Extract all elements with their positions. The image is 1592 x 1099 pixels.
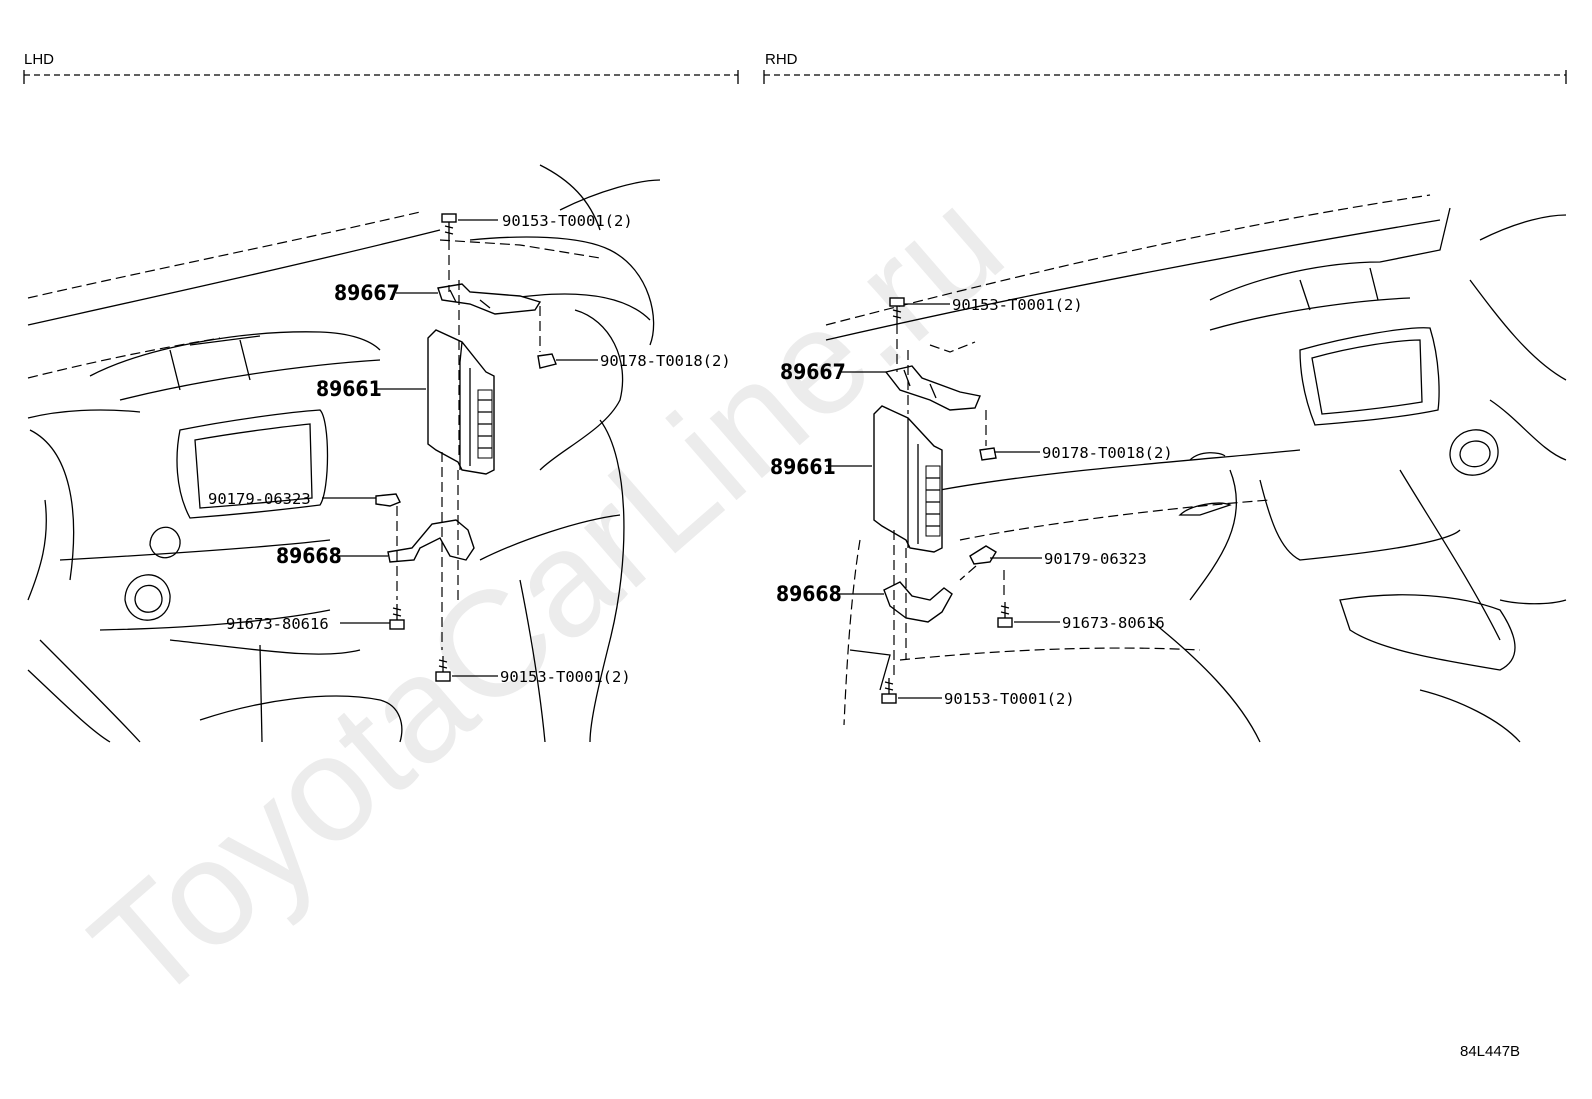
rhd-clip-nut-icon <box>979 447 997 461</box>
rhd-label-screw: 91673-80616 <box>1062 614 1165 632</box>
rhd-label-ecu: 89661 <box>770 455 836 479</box>
lhd-bolt-bottom-icon <box>435 656 451 682</box>
lhd-label-ecu: 89661 <box>316 377 382 401</box>
lhd-label-screw: 91673-80616 <box>226 615 329 633</box>
lhd-section: LHD <box>23 51 739 743</box>
rhd-lower-bracket <box>883 581 953 623</box>
lhd-clamp <box>375 493 401 507</box>
rhd-label-bolt-top: 90153-T0001(2) <box>952 296 1083 314</box>
lhd-label-clip-nut: 90178-T0018(2) <box>600 352 731 370</box>
rhd-clamp <box>969 545 997 565</box>
lhd-lower-bracket <box>387 519 475 563</box>
rhd-label-clamp: 90179-06323 <box>1044 550 1147 568</box>
lhd-bolt-top-icon <box>441 213 457 240</box>
rhd-label-clip-nut: 90178-T0018(2) <box>1042 444 1173 462</box>
lhd-title: LHD <box>24 51 54 68</box>
lhd-upper-bracket <box>437 283 542 315</box>
rhd-label-bracket-lower: 89668 <box>776 582 842 606</box>
lhd-label-bracket-lower: 89668 <box>276 544 342 568</box>
rhd-label-bolt-bottom: 90153-T0001(2) <box>944 690 1075 708</box>
rhd-bolt-bottom-icon <box>881 678 897 704</box>
rhd-bolt-top-icon <box>889 297 905 324</box>
lhd-label-bolt-bottom: 90153-T0001(2) <box>500 668 631 686</box>
lhd-label-bolt-top: 90153-T0001(2) <box>502 212 633 230</box>
lhd-label-bracket-upper: 89667 <box>334 281 400 305</box>
rhd-label-bracket-upper: 89667 <box>780 360 846 384</box>
diagram-code: 84L447B <box>1460 1043 1520 1060</box>
lhd-label-clamp: 90179-06323 <box>208 490 311 508</box>
rhd-screw-icon <box>997 602 1013 628</box>
lhd-clip-nut-icon <box>537 353 557 369</box>
rhd-title: RHD <box>765 51 798 68</box>
rhd-section: RHD <box>763 51 1567 743</box>
lhd-screw-icon <box>389 604 405 630</box>
rhd-upper-bracket <box>884 365 981 411</box>
